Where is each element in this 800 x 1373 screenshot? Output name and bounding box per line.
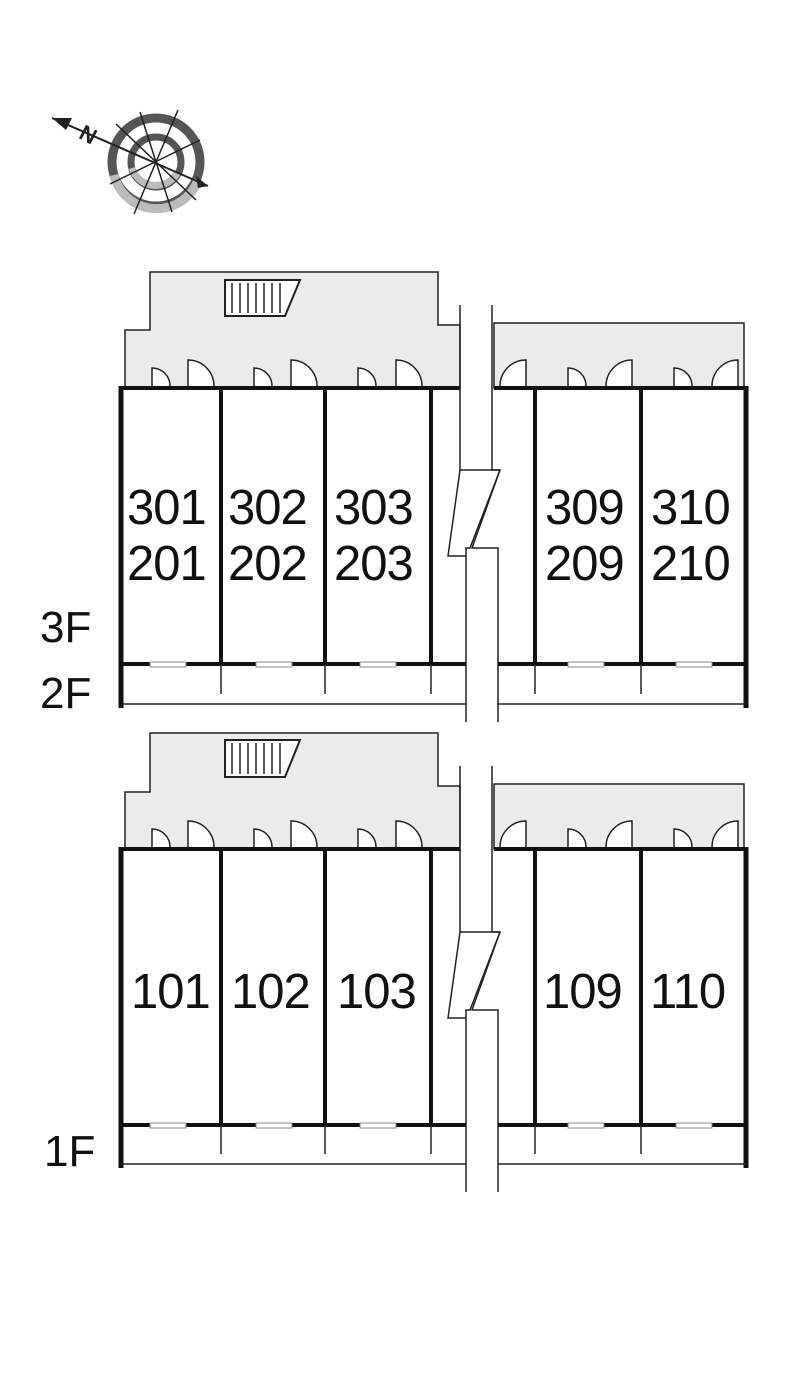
unit-label-303: 303 — [334, 481, 414, 535]
unit-label-302: 302 — [228, 481, 308, 535]
floor-label-2f: 2F — [40, 669, 92, 718]
staircase-icon — [224, 739, 302, 778]
staircase-icon — [224, 279, 302, 317]
ground-doors — [151, 820, 739, 848]
unit-label-309: 309 — [545, 481, 625, 535]
unit-label-203: 203 — [334, 537, 414, 591]
floor-label-3f: 3F — [40, 603, 92, 652]
upper-floor-plan — [118, 271, 749, 722]
unit-label-201: 201 — [127, 537, 207, 591]
ground-floor-plan — [118, 732, 749, 1192]
unit-label-209: 209 — [545, 537, 625, 591]
floor-label-1f: 1F — [44, 1127, 96, 1176]
unit-label-103: 103 — [337, 965, 417, 1019]
unit-label-109: 109 — [543, 965, 623, 1019]
unit-label-202: 202 — [228, 537, 308, 591]
unit-label-101: 101 — [131, 965, 211, 1019]
upper-doors — [151, 359, 739, 387]
unit-label-301: 301 — [127, 481, 207, 535]
unit-label-102: 102 — [231, 965, 311, 1019]
unit-label-210: 210 — [651, 537, 731, 591]
unit-label-310: 310 — [651, 481, 731, 535]
unit-label-110: 110 — [650, 965, 726, 1019]
compass-icon — [51, 109, 209, 215]
